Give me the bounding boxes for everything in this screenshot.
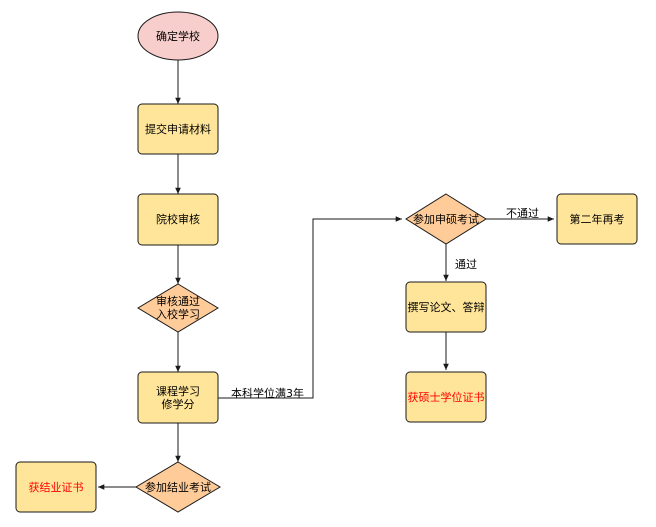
start-node-label: 确定学校 [156,29,200,43]
final-exam-diamond [135,461,221,513]
edge-course-to-apply-exam [218,216,402,399]
retake-next-year-label: 第二年再考 [570,212,625,226]
submit-materials-label: 提交申请材料 [145,122,211,136]
edge-label-fail: 不通过 [506,207,539,220]
admit-decision-label-line1: 审核通过 [156,294,200,308]
school-review-box [137,193,219,246]
course-study-label-line2: 修学分 [162,397,195,411]
course-study-box [137,371,219,424]
thesis-defense-box [405,281,487,333]
master-certificate-label: 获硕士学位证书 [408,390,485,404]
start-node [137,11,219,61]
admit-decision-diamond [137,283,219,333]
completion-certificate-label: 获结业证书 [29,481,84,494]
edge-label-pass: 通过 [455,258,477,271]
thesis-defense-label: 撰写论文、答辩 [408,300,485,314]
completion-certificate-box [15,461,97,513]
school-review-label: 院校审核 [156,212,200,226]
master-entrance-exam-label: 参加申硕考试 [413,212,479,226]
connectors [98,60,554,490]
edge-label-after-3-years: 本科学位满3年 [231,387,304,400]
master-certificate-box [405,371,487,423]
final-exam-label: 参加结业考试 [145,480,211,494]
submit-materials-box [137,103,219,155]
admit-decision-label-line2: 入校学习 [156,307,200,321]
course-study-label-line1: 课程学习 [156,384,200,398]
retake-next-year-box [556,193,638,245]
master-entrance-exam-diamond [405,193,487,245]
